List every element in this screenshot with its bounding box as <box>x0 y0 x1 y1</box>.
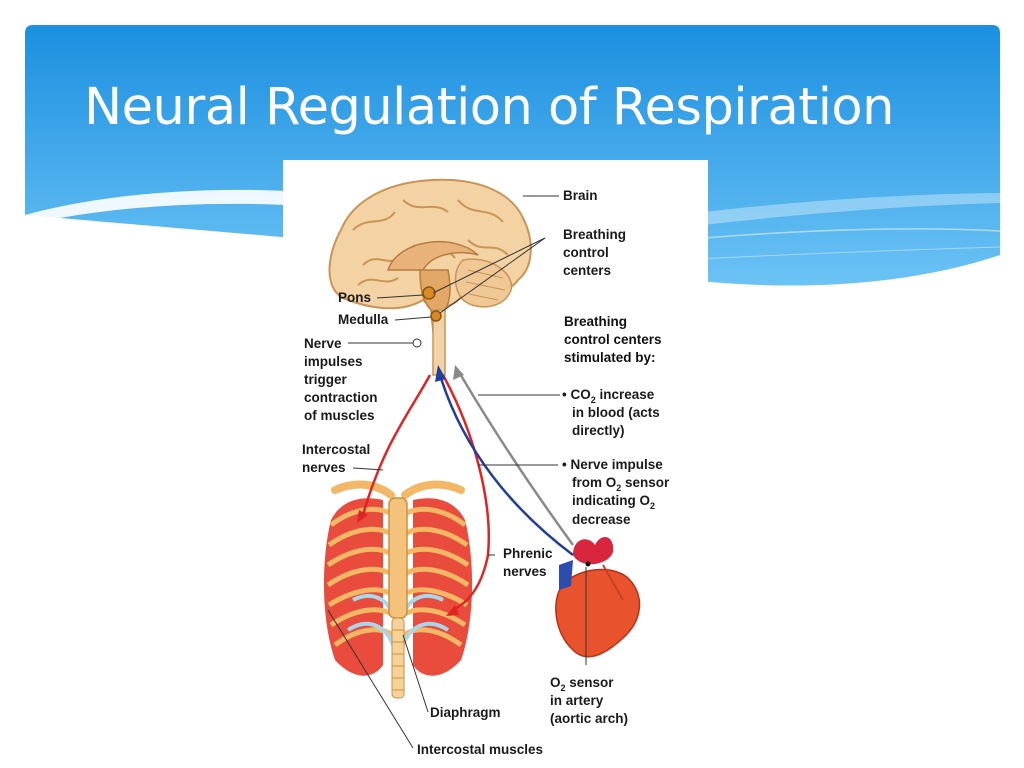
label-breathing-3: centers <box>563 263 611 278</box>
label-medulla: Medulla <box>338 312 389 327</box>
heart-illustration <box>555 536 641 658</box>
label-o2-sensor-2: in artery <box>550 693 604 708</box>
header-stimulated-3: stimulated by: <box>564 350 656 365</box>
label-intercostal-muscles: Intercostal muscles <box>417 742 543 757</box>
label-nerve-4: contraction <box>304 390 378 405</box>
label-diaphragm: Diaphragm <box>430 705 501 720</box>
label-breathing-2: control <box>563 245 609 260</box>
label-phrenic-1: Phrenic <box>503 546 553 561</box>
label-nerve-2: impulses <box>304 354 363 369</box>
label-o2-impulse-3: indicating O2 <box>572 493 655 511</box>
phrenic-nerve-path <box>441 374 490 612</box>
co2-arrow-path <box>457 371 575 546</box>
label-pons: Pons <box>338 290 371 305</box>
label-co2-2: in blood (acts <box>572 405 660 420</box>
label-phrenic-2: nerves <box>503 564 547 579</box>
o2-sensor-marker <box>585 561 591 567</box>
brain-illustration <box>328 178 532 376</box>
header-stimulated-2: control centers <box>564 332 662 347</box>
respiration-diagram: Brain Breathing control centers Pons Med… <box>283 160 708 760</box>
label-o2-impulse-4: decrease <box>572 512 631 527</box>
o2-sensor-nerve-path <box>438 374 574 556</box>
label-breathing-1: Breathing <box>563 227 626 242</box>
slide-title: Neural Regulation of Respiration <box>84 78 894 137</box>
label-intercostal-nerves-1: Intercostal <box>302 442 370 457</box>
label-o2-sensor-3: (aortic arch) <box>550 711 628 726</box>
label-intercostal-nerves-2: nerves <box>302 460 346 475</box>
rib-cage-illustration <box>323 480 473 699</box>
label-nerve-1: Nerve <box>304 336 342 351</box>
leader-lines <box>327 195 587 749</box>
label-o2-impulse-2: from O2 sensor <box>572 475 670 493</box>
label-co2-3: directly) <box>572 423 625 438</box>
nerve-pathways <box>357 365 575 616</box>
header-stimulated-1: Breathing <box>564 314 627 329</box>
medulla-marker <box>430 310 442 322</box>
label-nerve-5: of muscles <box>304 408 375 423</box>
label-o2-sensor-1: O2 sensor <box>550 675 614 693</box>
label-nerve-3: trigger <box>304 372 348 387</box>
pons-marker <box>422 286 436 300</box>
label-brain: Brain <box>563 188 598 203</box>
label-o2-impulse-1: • Nerve impulse <box>562 457 663 472</box>
label-co2-1: • CO2 increase <box>562 387 655 405</box>
intercostal-nerve-path <box>361 374 432 516</box>
